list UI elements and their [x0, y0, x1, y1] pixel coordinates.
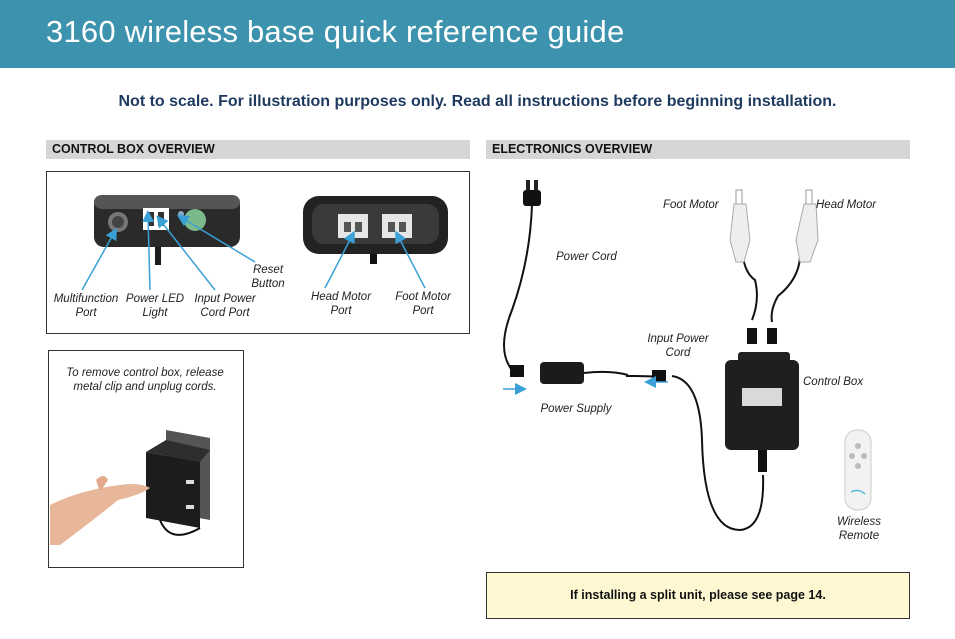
electronics-overview-heading: ELECTRONICS OVERVIEW: [486, 140, 910, 159]
power-supply-icon: [510, 362, 666, 384]
removal-illustration: [50, 430, 210, 545]
foot-motor-label: Foot Motor: [663, 199, 719, 211]
input-power-cord-label: Input Power Cord: [647, 333, 709, 359]
power-cord-plug-icon: [523, 180, 541, 206]
power-cord-label: Power Cord: [556, 251, 617, 263]
foot-motor-icon: [729, 189, 757, 344]
removal-note: To remove control box, release metal cli…: [66, 367, 224, 393]
reset-button-label: Reset Button: [251, 264, 285, 290]
input-power-cord-port-label: Input Power Cord Port: [194, 293, 256, 319]
head-motor-label: Head Motor: [816, 199, 877, 211]
head-motor-port-label: Head Motor Port: [310, 291, 372, 317]
control-box-callouts: [81, 210, 426, 291]
page-title: 3160 wireless base quick reference guide: [46, 14, 625, 49]
split-unit-note: If installing a split unit, please see p…: [486, 572, 910, 619]
control-box-motor-ports-photo: [303, 196, 448, 264]
multifunction-port-label: Multifunction Port: [53, 293, 119, 319]
head-motor-icon: [767, 189, 819, 344]
power-supply-label: Power Supply: [540, 403, 612, 415]
wireless-remote-icon: [844, 429, 872, 511]
wireless-remote-label: Wireless Remote: [837, 516, 881, 542]
disclaimer-text: Not to scale. For illustration purposes …: [118, 93, 837, 110]
electronics-arrows: [503, 376, 668, 395]
control-box-label: Control Box: [803, 376, 864, 388]
control-box-overview-heading: CONTROL BOX OVERVIEW: [46, 140, 470, 159]
foot-motor-port-label: Foot Motor Port: [395, 291, 451, 317]
power-led-label: Power LED Light: [125, 293, 185, 319]
page-header: 3160 wireless base quick reference guide: [0, 0, 955, 68]
control-box-icon: [725, 352, 799, 472]
